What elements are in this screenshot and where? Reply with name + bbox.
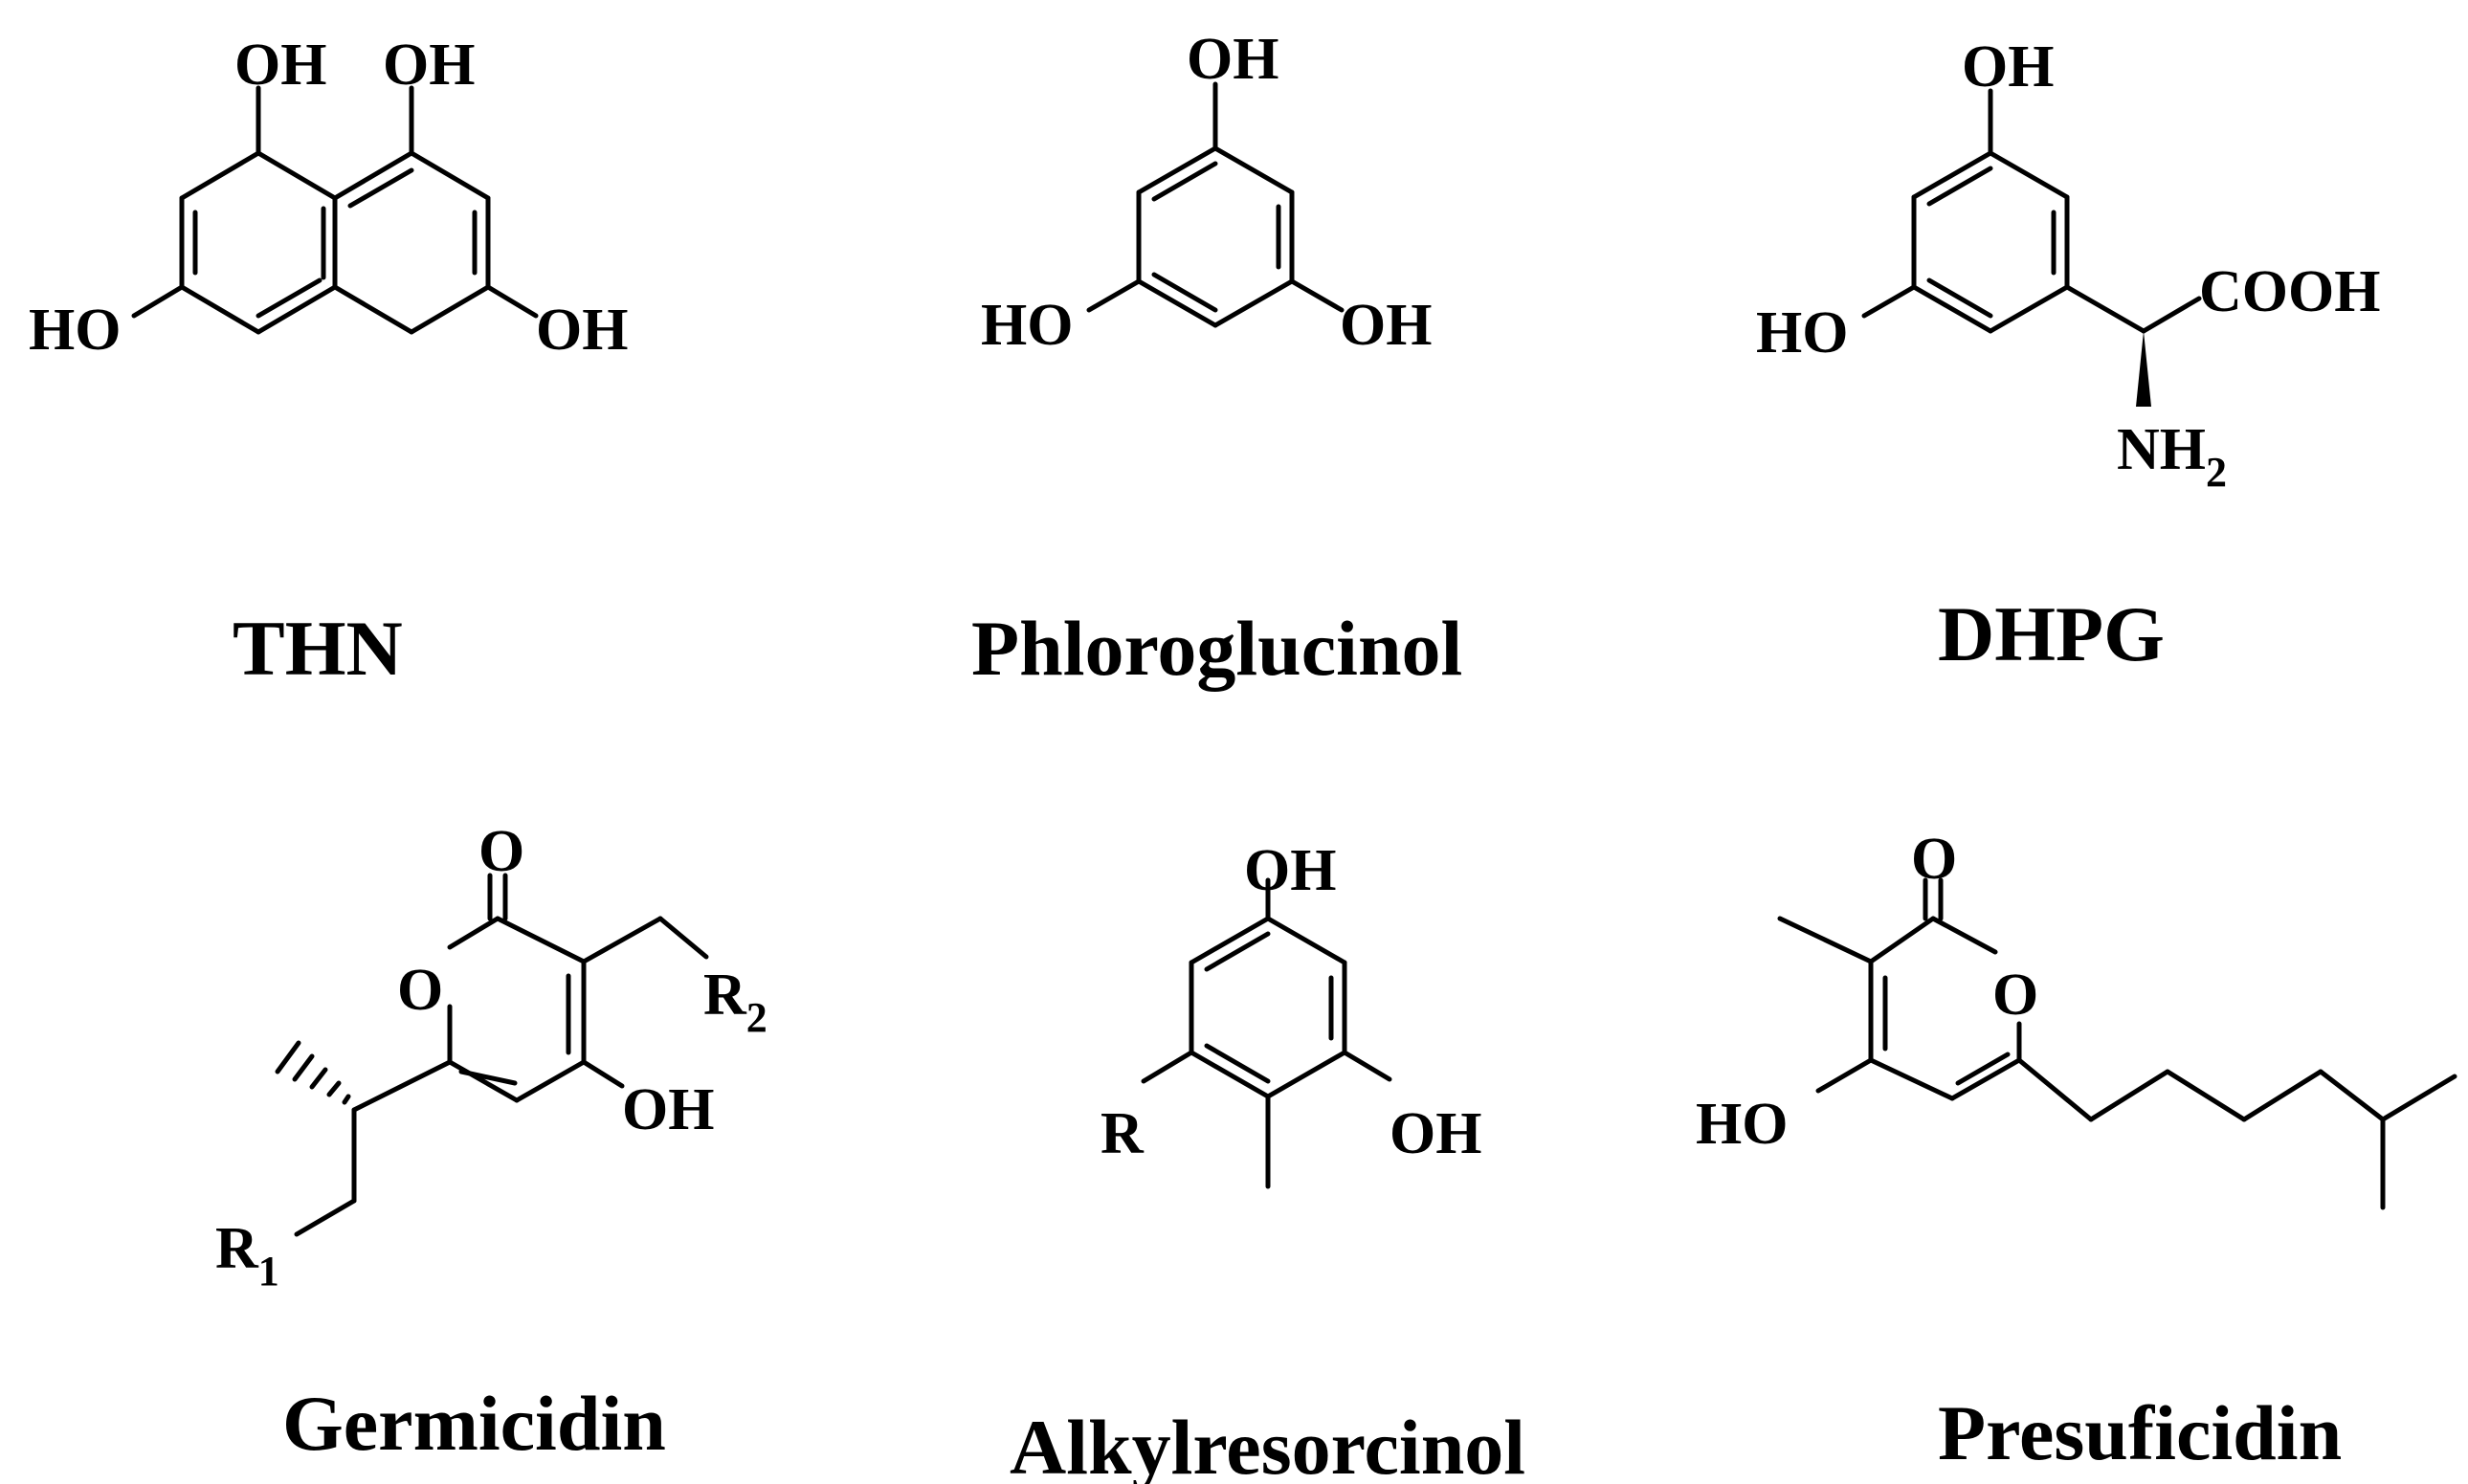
dhpg-nh2-label: NH2 <box>2117 417 2227 496</box>
phloroglucinol-ho-left-label: HO <box>981 293 1073 358</box>
alkylresorcinol-structure: OH R OH Alkylresorcinol <box>1010 838 1525 1484</box>
dhpg-wedge-bond <box>2136 331 2151 407</box>
germicidin-r1-label: R1 <box>215 1216 279 1295</box>
dhpg-cooh-label: COOH <box>2199 259 2380 324</box>
alkylresorcinol-name: Alkylresorcinol <box>1010 1404 1525 1484</box>
germicidin-ring-o-label: O <box>397 958 443 1023</box>
germicidin-bonds <box>294 873 709 1237</box>
germicidin-name: Germicidin <box>282 1380 666 1467</box>
phloroglucinol-bonds <box>1086 81 1345 328</box>
alkylresorcinol-r-label: R <box>1101 1101 1145 1166</box>
phloroglucinol-oh-right-label: OH <box>1340 293 1432 358</box>
thn-structure: OH OH HO OH THN <box>29 33 628 692</box>
dhpg-name: DHPG <box>1938 590 2165 677</box>
dhpg-bonds <box>1861 88 2202 334</box>
phloroglucinol-name: Phloroglucinol <box>971 605 1462 692</box>
presuficidin-structure: O O HO Presuficidin <box>1696 827 2457 1476</box>
alkylresorcinol-bonds <box>1141 877 1392 1189</box>
thn-name: THN <box>233 605 403 692</box>
presuficidin-bonds <box>1777 877 2457 1210</box>
alkylresorcinol-oh-right-label: OH <box>1390 1101 1481 1166</box>
germicidin-carbonyl-o-label: O <box>478 819 524 884</box>
phloroglucinol-oh-top-label: OH <box>1187 27 1278 92</box>
presuficidin-name: Presuficidin <box>1938 1389 2342 1476</box>
thn-oh-right-label: OH <box>536 298 628 363</box>
dhpg-structure: OH HO COOH NH2 DHPG <box>1756 34 2380 677</box>
phloroglucinol-structure: OH HO OH Phloroglucinol <box>971 27 1462 692</box>
germicidin-oh-label: OH <box>622 1077 714 1142</box>
dhpg-oh-top-label: OH <box>1962 34 2054 100</box>
germicidin-r2-label: R2 <box>703 963 767 1041</box>
dhpg-ho-left-label: HO <box>1756 300 1848 365</box>
germicidin-hashed-wedge <box>275 1040 351 1105</box>
presuficidin-ho-label: HO <box>1696 1092 1788 1157</box>
thn-oh-top-left-label: OH <box>234 33 326 98</box>
presuficidin-ring-o-label: O <box>1992 963 2038 1028</box>
thn-oh-top-right-label: OH <box>383 33 475 98</box>
thn-bonds <box>131 85 539 335</box>
presuficidin-carbonyl-o-label: O <box>1911 827 1957 892</box>
germicidin-structure: O O R2 OH R1 Germicidin <box>215 819 767 1467</box>
thn-ho-left-label: HO <box>29 298 121 363</box>
alkylresorcinol-oh-top-label: OH <box>1244 838 1336 903</box>
